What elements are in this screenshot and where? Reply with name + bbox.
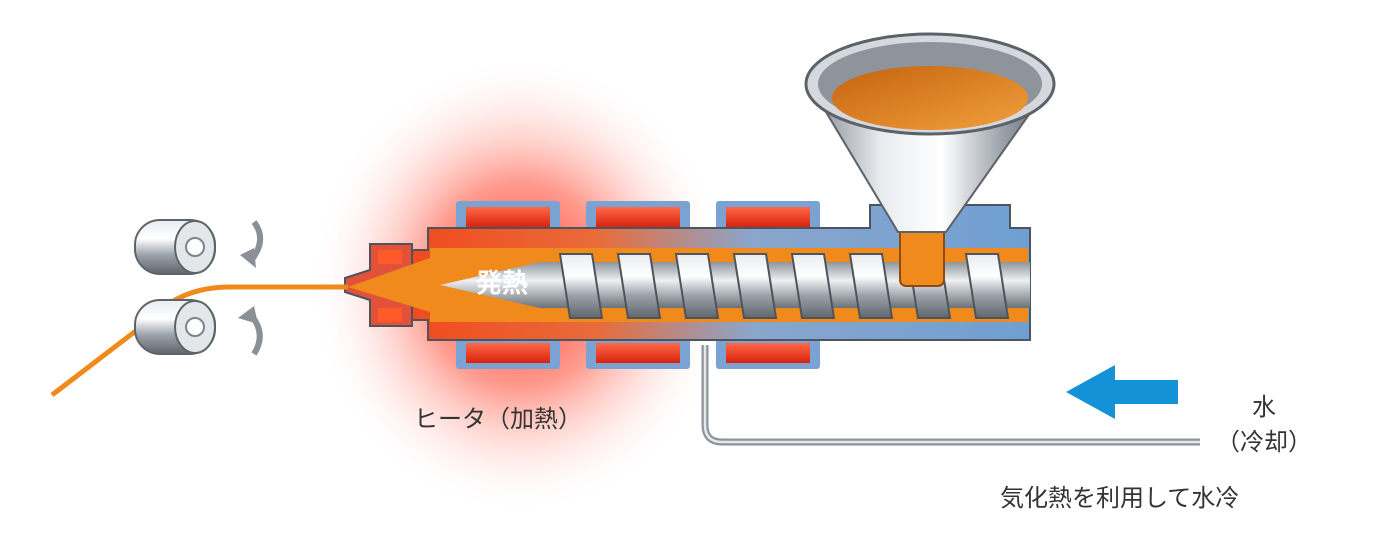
roller-bottom — [134, 299, 216, 355]
water-caption: 水 （冷却） — [1214, 390, 1314, 460]
roller-top — [134, 219, 216, 275]
water-flow-arrow-icon — [1066, 365, 1178, 419]
heater-caption: ヒータ（加熱） — [414, 405, 582, 433]
vaporization-cooling-caption: 気化熱を利用して水冷 — [1000, 484, 1240, 512]
water-label: 水 — [1252, 393, 1276, 421]
heater-blocks-bottom — [456, 339, 820, 369]
heat-generation-label: 発熱 — [475, 269, 528, 299]
heater-blocks-top — [456, 201, 820, 231]
hopper-molten-material — [832, 66, 1028, 130]
cooling-label: （冷却） — [1216, 427, 1312, 456]
